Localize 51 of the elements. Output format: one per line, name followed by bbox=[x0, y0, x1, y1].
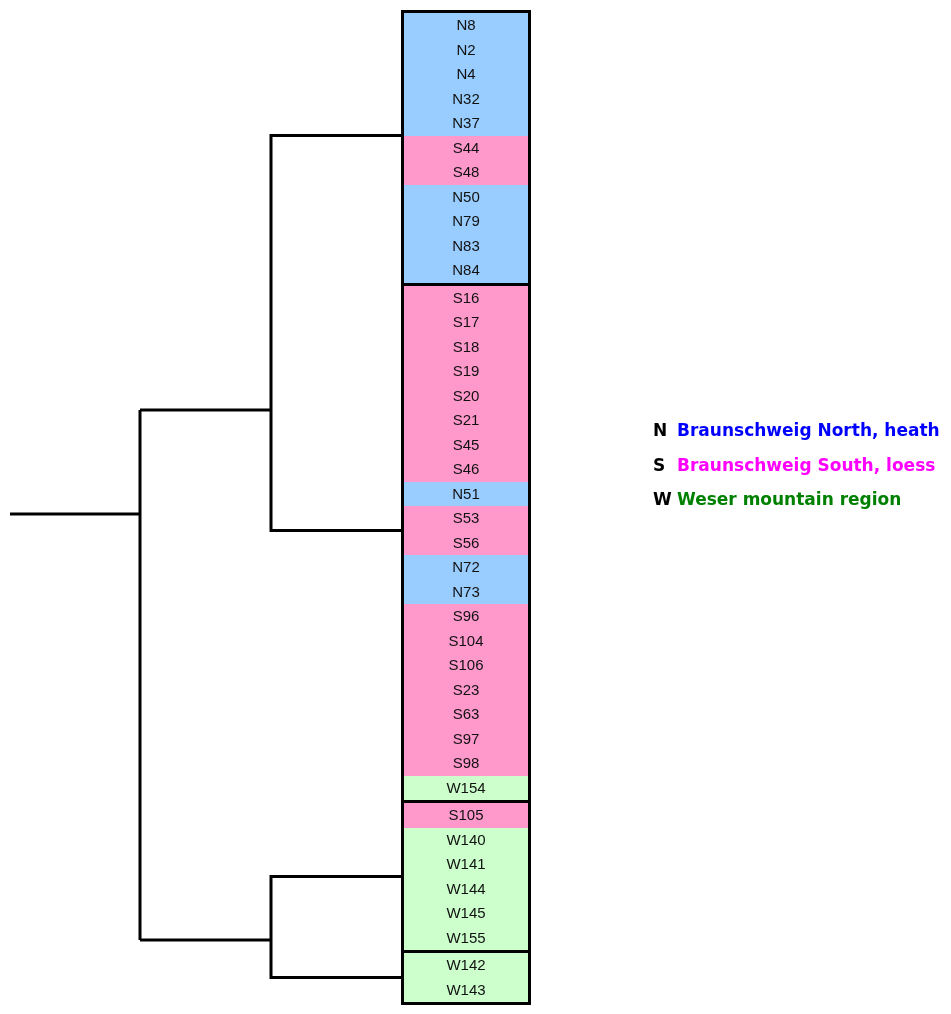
sample-label: N37 bbox=[404, 111, 528, 136]
legend-key: W bbox=[653, 487, 671, 513]
sample-label: S104 bbox=[404, 628, 528, 653]
sample-label: S63 bbox=[404, 702, 528, 727]
sample-label: N32 bbox=[404, 86, 528, 111]
sample-label: S18 bbox=[404, 334, 528, 359]
sample-label: S17 bbox=[404, 310, 528, 335]
cluster-box bbox=[401, 800, 531, 953]
sample-label: S96 bbox=[404, 604, 528, 629]
sample-label: W145 bbox=[404, 901, 528, 926]
sample-label: W140 bbox=[404, 827, 528, 852]
dendrogram-bracket bbox=[269, 134, 401, 532]
sample-label: W144 bbox=[404, 876, 528, 901]
dendrogram-bracket bbox=[269, 875, 401, 979]
sample-label: S46 bbox=[404, 457, 528, 482]
sample-label: N4 bbox=[404, 62, 528, 87]
sample-label: N50 bbox=[404, 184, 528, 209]
sample-label: S97 bbox=[404, 726, 528, 751]
sample-label: S45 bbox=[404, 432, 528, 457]
sample-label: S48 bbox=[404, 160, 528, 185]
sample-label: S21 bbox=[404, 408, 528, 433]
legend-text: Braunschweig North, heath bbox=[677, 419, 940, 442]
sample-label: S98 bbox=[404, 751, 528, 776]
legend-key: N bbox=[653, 418, 671, 444]
sample-label: S56 bbox=[404, 530, 528, 555]
sample-label: S53 bbox=[404, 506, 528, 531]
sample-label: W154 bbox=[404, 775, 528, 800]
sample-label: N51 bbox=[404, 481, 528, 506]
cluster-box bbox=[401, 10, 531, 286]
sample-label: S16 bbox=[404, 285, 528, 310]
sample-label: S106 bbox=[404, 653, 528, 678]
sample-label: W143 bbox=[404, 977, 528, 1002]
sample-label: N2 bbox=[404, 37, 528, 62]
sample-label: N79 bbox=[404, 209, 528, 234]
legend-key: S bbox=[653, 452, 671, 478]
sample-label: N83 bbox=[404, 233, 528, 258]
sample-label: N73 bbox=[404, 579, 528, 604]
sample-label: S19 bbox=[404, 359, 528, 384]
sample-label: S23 bbox=[404, 677, 528, 702]
sample-label: S20 bbox=[404, 383, 528, 408]
legend-text: Weser mountain region bbox=[677, 488, 902, 511]
sample-label: N84 bbox=[404, 258, 528, 283]
sample-label: W141 bbox=[404, 852, 528, 877]
sample-label: W142 bbox=[404, 953, 528, 978]
cluster-box bbox=[401, 950, 531, 1005]
sample-label: S105 bbox=[404, 803, 528, 828]
sample-label: S44 bbox=[404, 135, 528, 160]
sample-label: N72 bbox=[404, 555, 528, 580]
sample-label: N8 bbox=[404, 13, 528, 38]
legend-text: Braunschweig South, loess bbox=[677, 453, 936, 477]
sample-label: W155 bbox=[404, 925, 528, 950]
